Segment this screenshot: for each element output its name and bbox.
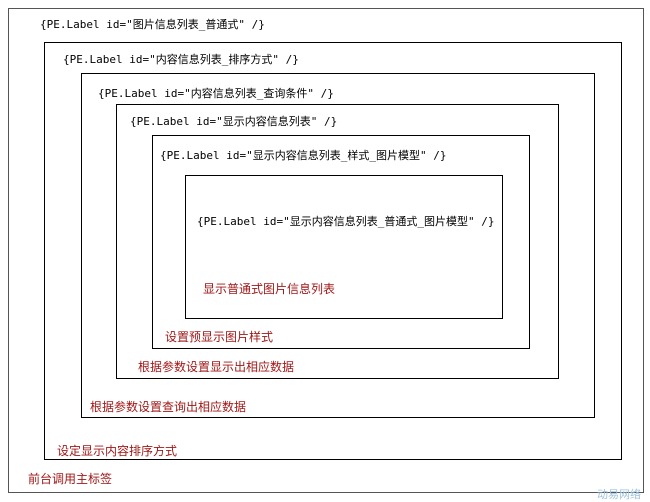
level-4-description: 根据参数设置显示出相应数据 — [138, 360, 295, 374]
level-1-tag: {PE.Label id="图片信息列表_普通式" /} — [40, 18, 265, 31]
level-3-description: 根据参数设置查询出相应数据 — [90, 400, 247, 414]
level-6-description: 显示普通式图片信息列表 — [203, 282, 336, 296]
frame-level-6 — [185, 175, 503, 319]
level-1-description: 前台调用主标签 — [28, 472, 113, 486]
outer-frame — [8, 8, 644, 493]
level-2-description: 设定显示内容排序方式 — [57, 444, 178, 458]
watermark-text: 动易网络 — [597, 488, 641, 501]
level-3-tag: {PE.Label id="内容信息列表_查询条件" /} — [98, 87, 334, 100]
frame-level-5 — [152, 135, 530, 349]
frame-level-2 — [44, 42, 622, 460]
level-2-tag: {PE.Label id="内容信息列表_排序方式" /} — [63, 53, 299, 66]
level-6-tag: {PE.Label id="显示内容信息列表_普通式_图片模型" /} — [197, 215, 495, 228]
level-4-tag: {PE.Label id="显示内容信息列表" /} — [130, 115, 338, 128]
level-5-tag: {PE.Label id="显示内容信息列表_样式_图片模型" /} — [160, 149, 447, 162]
frame-level-3 — [81, 73, 595, 418]
frame-level-4 — [116, 104, 559, 379]
level-5-description: 设置预显示图片样式 — [165, 330, 274, 344]
